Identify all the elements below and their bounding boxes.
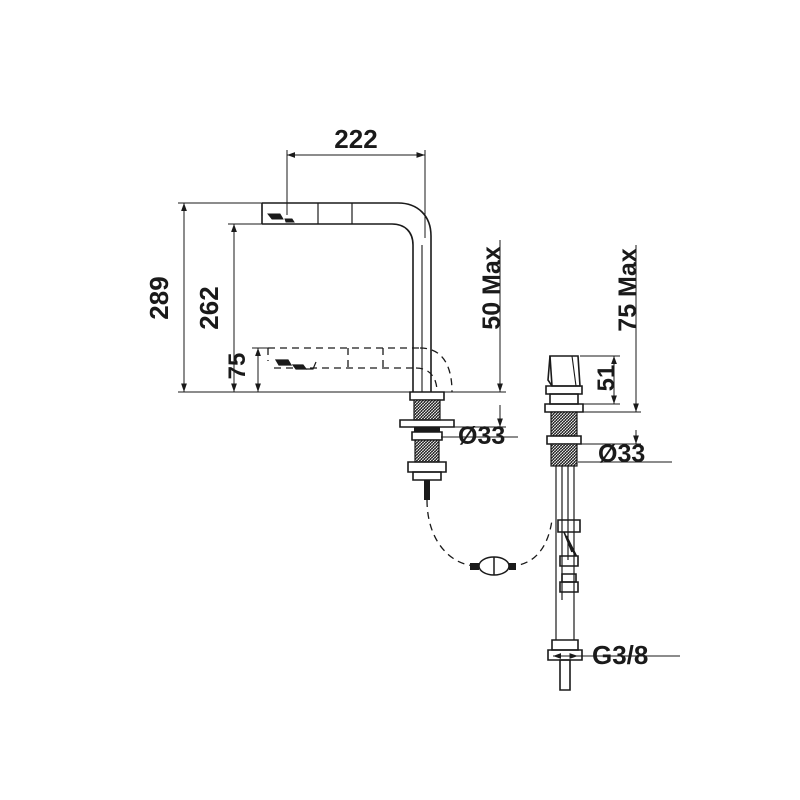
side-elevation-deck-mount bbox=[399, 391, 455, 500]
dimension-label-height-262: 262 bbox=[194, 286, 224, 329]
dimension-label-clearance-75: 75 bbox=[224, 353, 251, 380]
pullout-handset-phantom bbox=[267, 347, 420, 369]
front-elevation-mixer-body bbox=[544, 355, 584, 691]
dimension-label-diameter-33-right: Ø33 bbox=[598, 440, 645, 468]
dimension-label-thread-g38: G3/8 bbox=[592, 640, 648, 670]
dimension-label-lever-51: 51 bbox=[593, 365, 620, 392]
dimension-pullout-clearance-75 bbox=[252, 347, 274, 392]
dimension-label-height-289: 289 bbox=[144, 276, 174, 319]
dimension-label-mount-75max: 75 Max bbox=[614, 248, 642, 331]
dimension-worktop-50max bbox=[444, 240, 506, 428]
dimension-mount-75max bbox=[581, 245, 641, 445]
dimension-spout-reach-222 bbox=[286, 150, 426, 238]
pullout-handset-catch bbox=[274, 359, 317, 370]
dimension-overall-height-289 bbox=[178, 202, 410, 393]
dimension-label-diameter-33-left: Ø33 bbox=[458, 422, 505, 450]
dimension-label-reach-222: 222 bbox=[334, 124, 377, 154]
dimension-spout-height-262 bbox=[228, 223, 262, 392]
dimension-lever-height-51 bbox=[580, 355, 620, 405]
dimension-label-worktop-50max: 50 Max bbox=[478, 246, 506, 329]
side-elevation-spout-body bbox=[261, 202, 432, 392]
hose-weight-connector bbox=[470, 556, 516, 576]
pullout-hose-travel-arcs bbox=[415, 347, 453, 393]
